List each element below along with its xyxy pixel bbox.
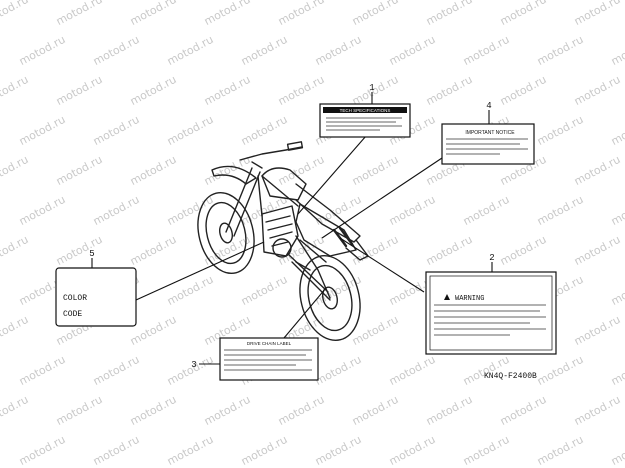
leader-line-4-to-bike bbox=[321, 157, 443, 239]
label-2-title: WARNING bbox=[455, 295, 484, 303]
front-fender bbox=[211, 165, 257, 185]
label-1-tech-specifications: TECH SPECIFICATIONS bbox=[319, 103, 411, 138]
label-5-line-1: COLOR bbox=[63, 294, 87, 303]
callout-number-2: 2 bbox=[489, 253, 494, 263]
motorcycle-drawing bbox=[197, 141, 369, 342]
engine bbox=[261, 205, 299, 258]
front-fork bbox=[225, 167, 261, 237]
swingarm bbox=[287, 253, 331, 301]
label-1-title: TECH SPECIFICATIONS bbox=[340, 108, 391, 113]
fuel-tank bbox=[261, 167, 307, 201]
label-4-important-notice: IMPORTANT NOTICE bbox=[441, 123, 535, 165]
leader-line-1-to-bike bbox=[297, 135, 367, 215]
rear-fender bbox=[345, 239, 369, 261]
label-2-warning: WARNING bbox=[425, 271, 557, 355]
front-wheel bbox=[197, 191, 255, 275]
label-3-drive-chain: DRIVE CHAIN LABEL bbox=[219, 337, 319, 381]
decal-stripes bbox=[332, 226, 354, 248]
label-4-title: IMPORTANT NOTICE bbox=[465, 130, 515, 136]
leader-line-2-to-bike bbox=[339, 237, 425, 293]
label-5-color-code: COLOR CODE bbox=[55, 267, 137, 327]
seat bbox=[295, 183, 361, 243]
callout-number-5: 5 bbox=[89, 249, 94, 259]
callout-number-3: 3 bbox=[191, 360, 196, 370]
leader-line-5-to-bike bbox=[135, 241, 265, 301]
label-3-title: DRIVE CHAIN LABEL bbox=[247, 341, 292, 346]
leader-lines bbox=[91, 92, 493, 365]
leader-line-3-to-bike bbox=[283, 287, 327, 339]
side-panel bbox=[295, 203, 357, 257]
label-5-line-2: CODE bbox=[63, 310, 82, 319]
callout-number-1: 1 bbox=[369, 83, 374, 93]
warning-triangle-icon bbox=[444, 294, 450, 300]
drawing-code: KN4Q-F2400B bbox=[484, 372, 537, 381]
callout-number-4: 4 bbox=[486, 101, 491, 111]
footpeg bbox=[295, 261, 311, 271]
handlebar bbox=[239, 141, 304, 169]
